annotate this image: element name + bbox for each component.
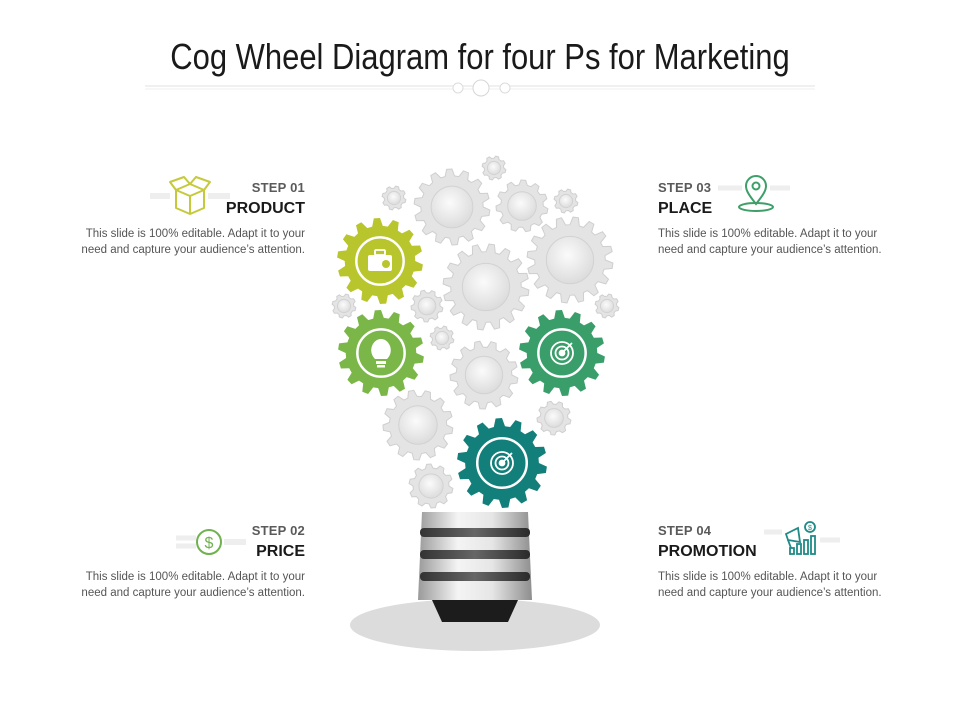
title-divider [145,79,815,97]
step-number: STEP 03 [658,180,712,195]
step-place: STEP 03 PLACE This slide is 100% editabl… [658,180,898,258]
target-icon [550,341,574,365]
gear-neutral [442,243,530,331]
gear-neutral [536,400,572,436]
cog-lightbulb-diagram [331,155,620,651]
gear-product [337,218,423,304]
gear-neutral [381,185,407,211]
gear-neutral [449,340,519,410]
step-promotion: STEP 04 PROMOTION This slide is 100% edi… [658,523,898,601]
gear-place [519,310,605,396]
gear-promotion [457,418,547,508]
gear-neutral [553,188,579,214]
step-description: This slide is 100% editable. Adapt it to… [658,571,882,599]
gear-neutral [429,325,455,351]
lightbulb-icon [371,339,391,368]
gear-neutral [408,463,454,509]
box-icon [150,176,230,215]
svg-text:$: $ [205,535,214,552]
step-title: PLACE [658,200,713,217]
step-description: This slide is 100% editable. Adapt it to… [658,228,882,256]
dollar-coin-icon: $ [176,529,246,555]
step-price: STEP 02 PRICE This slide is 100% editabl… [65,523,305,601]
step-description: This slide is 100% editable. Adapt it to… [81,228,305,256]
gear-neutral [413,168,491,246]
megaphone-chart-icon: $ [764,521,840,555]
step-number: STEP 04 [658,523,712,538]
gear-neutral [331,293,357,319]
svg-text:$: $ [808,525,812,532]
step-number: STEP 01 [251,180,305,195]
step-title: PRICE [256,543,305,560]
page-title: Cog Wheel Diagram for four Ps for Market… [170,36,790,77]
briefcase-icon [368,249,392,271]
gear-neutral [526,216,614,304]
gear-price [338,310,424,396]
step-description: This slide is 100% editable. Adapt it to… [81,571,305,599]
gear-neutral [382,389,454,461]
step-product: STEP 01 PRODUCT This slide is 100% edita… [65,180,305,258]
target-icon [490,451,514,475]
step-title: PRODUCT [225,200,305,217]
gear-neutral [594,293,620,319]
step-title: PROMOTION [658,543,757,560]
step-number: STEP 02 [251,523,305,538]
gear-neutral [495,179,549,233]
gear-neutral [481,155,507,181]
bulb-shadow [350,599,600,651]
gear-neutral [410,289,444,323]
map-pin-icon [718,175,790,212]
bulb-base [418,512,532,622]
